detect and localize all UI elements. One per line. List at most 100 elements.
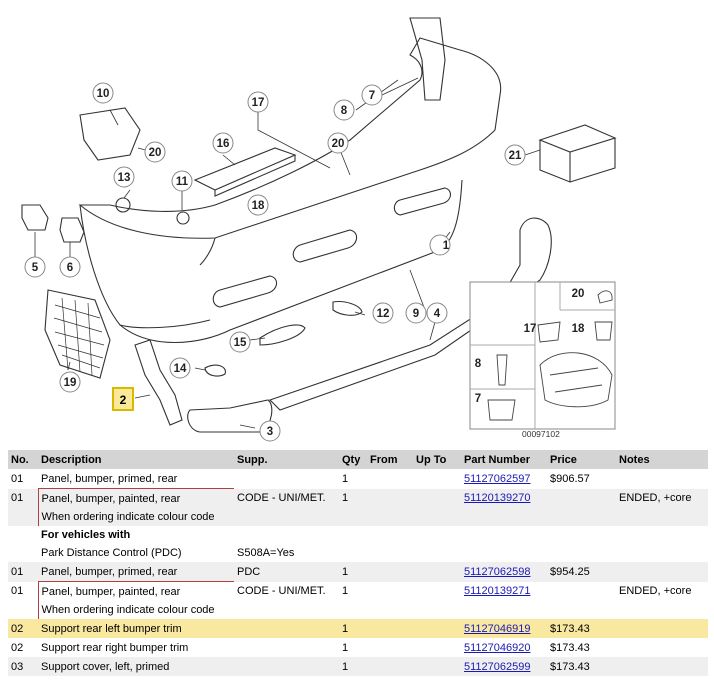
- part-number-link[interactable]: 51127062597: [464, 472, 531, 485]
- row-description: Panel, bumper, primed, rear: [38, 562, 234, 582]
- row-qty: 1: [342, 641, 349, 654]
- row-description: Support rear right bumper trim: [41, 641, 189, 654]
- callout-6: 6: [67, 262, 73, 274]
- row-no: 02: [8, 619, 38, 638]
- row-price: $173.43: [547, 619, 616, 638]
- row-from: [367, 638, 413, 657]
- part-number-link[interactable]: 51127062598: [464, 565, 531, 578]
- callout-21: 21: [509, 150, 522, 162]
- section-subheading: Park Distance Control (PDC): [41, 547, 182, 559]
- row-supp: [234, 657, 339, 676]
- row-description: Panel, bumper, primed, rear: [41, 472, 178, 485]
- callout-4: 4: [434, 308, 441, 320]
- row-note: When ordering indicate colour code: [37, 601, 234, 619]
- callout-11: 11: [176, 176, 189, 188]
- part-number-link[interactable]: 51127046920: [464, 641, 531, 654]
- callout-14: 14: [174, 363, 187, 375]
- row-notes: [616, 562, 708, 582]
- col-from: From: [367, 450, 413, 469]
- callout-19: 19: [64, 377, 77, 389]
- col-description: Description: [38, 450, 234, 469]
- callout-2-highlight: [112, 387, 134, 411]
- row-no: 02: [11, 641, 24, 654]
- callout-1: 1: [443, 240, 450, 252]
- table-row: 01 Panel, bumper, painted, rear CODE - U…: [8, 581, 708, 602]
- callout-9: 9: [413, 308, 419, 320]
- row-from: [367, 619, 413, 638]
- row-supp: PDC: [234, 562, 339, 582]
- row-supp: [234, 638, 339, 657]
- row-upto: [413, 488, 461, 508]
- row-no: 01: [11, 585, 24, 598]
- callout-18: 18: [252, 200, 265, 212]
- section-supp: S508A=Yes: [237, 547, 295, 559]
- callout-2: 2: [120, 393, 127, 407]
- table-row: 01 Panel, bumper, primed, rear PDC 1 511…: [8, 562, 708, 582]
- row-upto: [413, 638, 461, 657]
- row-price: $173.43: [547, 657, 616, 676]
- row-notes: [616, 638, 708, 657]
- callout-17: 17: [252, 97, 265, 109]
- bumper-panel-shape: [78, 37, 502, 239]
- row-qty: 1: [339, 619, 367, 638]
- section-row: For vehicles with: [8, 526, 708, 544]
- row-qty: 1: [342, 585, 349, 598]
- col-price: Price: [547, 450, 616, 469]
- part-number-link[interactable]: 51127062599: [464, 660, 531, 673]
- part-number-link[interactable]: 51120139270: [464, 492, 531, 505]
- row-notes: [616, 657, 708, 676]
- callout-12: 12: [377, 308, 390, 320]
- table-row-note: When ordering indicate colour code: [8, 601, 708, 619]
- inset-callout-18: 18: [572, 323, 585, 335]
- col-supp: Supp.: [234, 450, 339, 469]
- callout-10: 10: [97, 88, 110, 100]
- row-no: 03: [8, 657, 38, 676]
- row-supp: CODE - UNI/MET.: [234, 488, 339, 508]
- table-row-note: When ordering indicate colour code: [8, 508, 708, 526]
- inset-panel: 20 17 18 8 7 00097102: [469, 281, 616, 439]
- row-no: 01: [11, 472, 24, 485]
- row-notes: [616, 469, 708, 489]
- row-notes: ENDED, +core: [616, 488, 708, 508]
- row-notes: ENDED, +core: [619, 585, 692, 598]
- callout-20b: 20: [332, 138, 345, 150]
- row-no: 01: [8, 562, 38, 582]
- callout-13: 13: [118, 172, 131, 184]
- section-row: Park Distance Control (PDC) S508A=Yes: [8, 544, 708, 562]
- col-notes: Notes: [616, 450, 708, 469]
- row-no: 01: [8, 488, 38, 508]
- row-upto: [413, 619, 461, 638]
- exploded-view-drawing: 10 20 13 11 16 17 18 20 8 7 21 1 12 9 4 …: [21, 17, 617, 442]
- table-row: 03 Support cover, left, primed 1 5112706…: [8, 657, 708, 676]
- callout-8: 8: [341, 105, 348, 117]
- inset-callout-17: 17: [524, 323, 537, 335]
- row-qty: 1: [339, 488, 367, 508]
- row-price: $906.57: [550, 472, 590, 485]
- row-note: When ordering indicate colour code: [37, 508, 234, 526]
- callout-20: 20: [149, 147, 162, 159]
- row-price: $954.25: [547, 562, 616, 582]
- table-header-row: No. Description Supp. Qty From Up To Par…: [8, 450, 708, 469]
- inset-code: 00097102: [522, 429, 560, 439]
- callout-16: 16: [217, 138, 230, 150]
- callout-labels: [24, 82, 526, 442]
- col-no: No.: [8, 450, 38, 469]
- row-notes: [616, 619, 708, 638]
- callout-3: 3: [267, 426, 273, 438]
- part-number-link[interactable]: 51127046919: [464, 622, 531, 635]
- row-qty: 1: [339, 657, 367, 676]
- row-from: [367, 488, 413, 508]
- row-qty: 1: [342, 472, 349, 485]
- inset-callout-8: 8: [475, 358, 482, 370]
- row-supp: CODE - UNI/MET.: [237, 585, 326, 598]
- row-description: Panel, bumper, painted, rear: [37, 581, 234, 601]
- row-upto: [413, 582, 461, 602]
- parts-table: No. Description Supp. Qty From Up To Par…: [8, 450, 708, 676]
- part-number-link[interactable]: 51120139271: [464, 585, 531, 598]
- row-price: [547, 488, 616, 508]
- row-from: [367, 469, 413, 489]
- row-supp: [234, 469, 339, 489]
- table-row-highlighted: 02 Support rear left bumper trim 1 51127…: [8, 619, 708, 638]
- row-from: [367, 582, 413, 602]
- row-description: Support rear left bumper trim: [38, 619, 234, 638]
